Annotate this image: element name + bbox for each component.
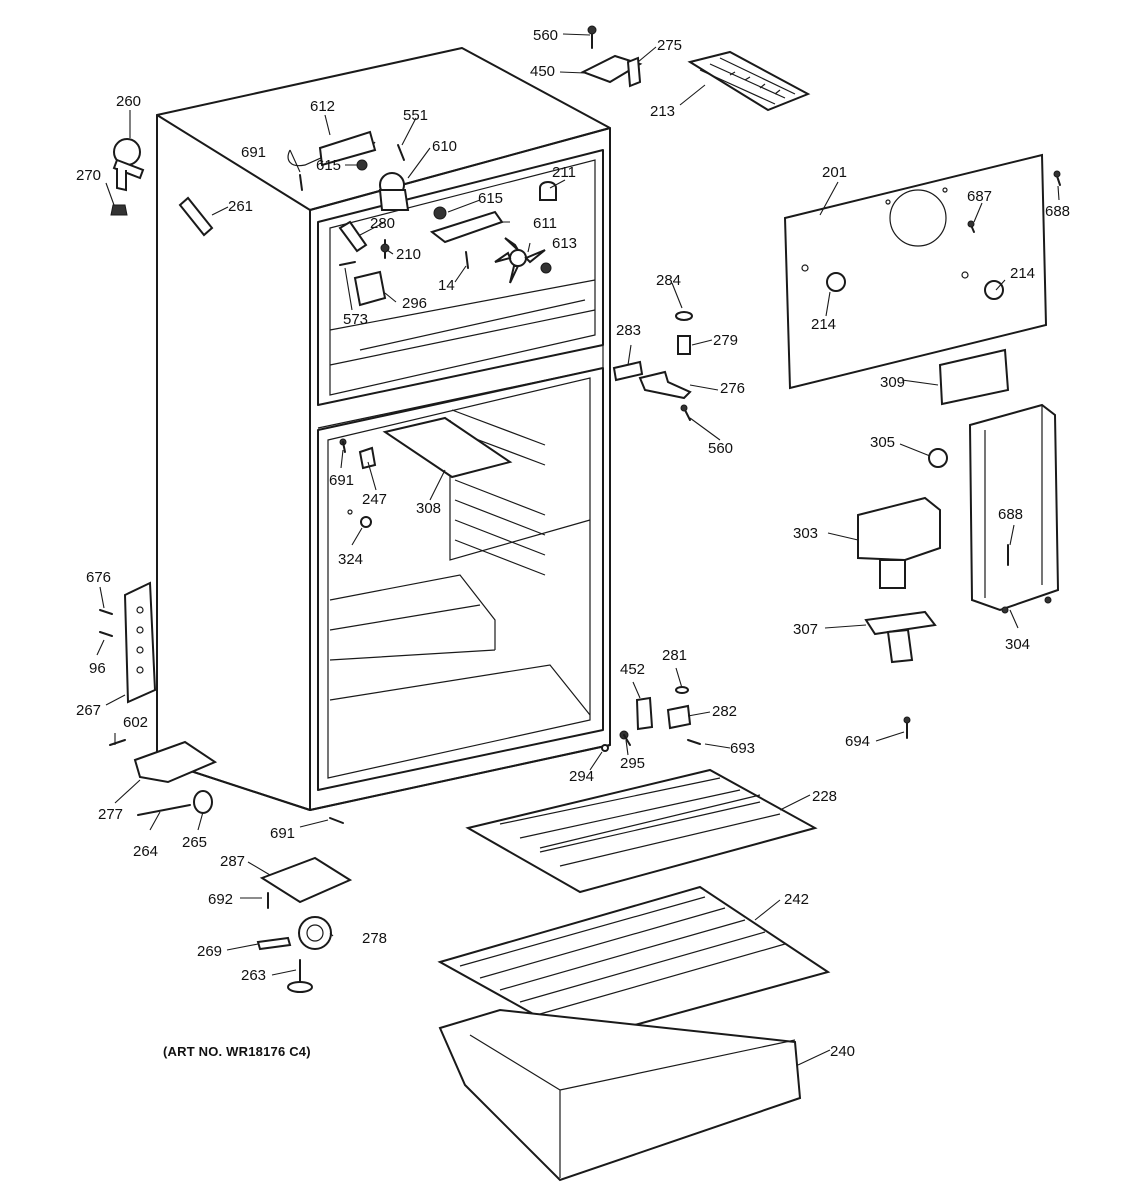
callout-label: 694 xyxy=(845,733,870,750)
fresh-food-parts xyxy=(339,416,513,528)
callout-label: 214 xyxy=(1010,265,1035,282)
right-small-parts xyxy=(857,170,1061,739)
callout-labels: 560 275 450 213 260 270 261 612 551 691 … xyxy=(76,27,1070,1060)
door-hinge-parts xyxy=(601,311,701,752)
callout-label: 691 xyxy=(241,144,266,161)
callout-label: 688 xyxy=(1045,203,1070,220)
evaporator-cover-201 xyxy=(783,153,1048,390)
callout-label: 687 xyxy=(967,188,992,205)
callout-label: 307 xyxy=(793,621,818,638)
callout-label: 615 xyxy=(316,157,341,174)
callout-label: 324 xyxy=(338,551,363,568)
callout-label: 240 xyxy=(830,1043,855,1060)
callout-label: 611 xyxy=(533,215,557,232)
callout-label: 270 xyxy=(76,167,101,184)
callout-label: 278 xyxy=(362,930,387,947)
wire-shelf-228 xyxy=(465,768,818,894)
callout-label: 610 xyxy=(432,138,457,155)
callout-label: 279 xyxy=(713,332,738,349)
callout-label: 267 xyxy=(76,702,101,719)
callout-label: 612 xyxy=(310,98,335,115)
callout-label: 211 xyxy=(552,164,576,181)
freezer-control-parts xyxy=(287,130,557,307)
callout-label: 283 xyxy=(616,322,641,339)
top-hinge-parts xyxy=(580,25,643,88)
callout-label: 304 xyxy=(1005,636,1030,653)
callout-label: 287 xyxy=(220,853,245,870)
crisper-drawer-240 xyxy=(438,1008,802,1182)
callout-label: 264 xyxy=(133,843,158,860)
callout-label: 284 xyxy=(656,272,681,289)
callout-label: 201 xyxy=(822,164,847,181)
callout-label: 551 xyxy=(403,107,428,124)
callout-label: 294 xyxy=(569,768,594,785)
callout-label: 676 xyxy=(86,569,111,586)
callout-label: 613 xyxy=(552,235,577,252)
callout-label: 450 xyxy=(530,63,555,80)
callout-label: 265 xyxy=(182,834,207,851)
callout-label: 691 xyxy=(329,472,354,489)
callout-label: 692 xyxy=(208,891,233,908)
callout-label: 693 xyxy=(730,740,755,757)
ice-tray xyxy=(687,50,811,112)
left-bottom-parts xyxy=(99,581,353,993)
callout-label: 560 xyxy=(533,27,558,44)
callout-label: 242 xyxy=(784,891,809,908)
callout-label: 214 xyxy=(811,316,836,333)
callout-label: 309 xyxy=(880,374,905,391)
callout-label: 452 xyxy=(620,661,645,678)
callout-label: 228 xyxy=(812,788,837,805)
callout-label: 615 xyxy=(478,190,503,207)
callout-label: 275 xyxy=(657,37,682,54)
callout-label: 14 xyxy=(438,277,455,294)
callout-label: 308 xyxy=(416,500,441,517)
callout-label: 305 xyxy=(870,434,895,451)
left-top-parts xyxy=(110,138,214,237)
callout-label: 261 xyxy=(228,198,253,215)
callout-label: 280 xyxy=(370,215,395,232)
callout-label: 269 xyxy=(197,943,222,960)
callout-label: 691 xyxy=(270,825,295,842)
callout-label: 260 xyxy=(116,93,141,110)
art-number-caption: (ART NO. WR18176 C4) xyxy=(163,1044,311,1059)
callout-label: 282 xyxy=(712,703,737,720)
callout-label: 281 xyxy=(662,647,687,664)
callout-label: 210 xyxy=(396,246,421,263)
callout-label: 96 xyxy=(89,660,106,677)
callout-label: 296 xyxy=(402,295,427,312)
callout-label: 213 xyxy=(650,103,675,120)
callout-label: 276 xyxy=(720,380,745,397)
refrigerator-cabinet xyxy=(156,47,611,811)
callout-label: 560 xyxy=(708,440,733,457)
callout-label: 295 xyxy=(620,755,645,772)
callout-label: 573 xyxy=(343,311,368,328)
leader-lines xyxy=(96,33,1060,1066)
callout-label: 247 xyxy=(362,491,387,508)
callout-label: 277 xyxy=(98,806,123,823)
callout-label: 602 xyxy=(123,714,148,731)
callout-label: 688 xyxy=(998,506,1023,523)
callout-label: 263 xyxy=(241,967,266,984)
callout-label: 303 xyxy=(793,525,818,542)
